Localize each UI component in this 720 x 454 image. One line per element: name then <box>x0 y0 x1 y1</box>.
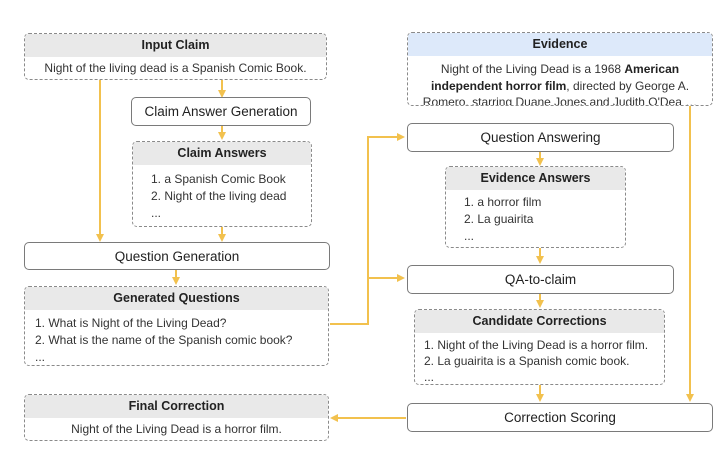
correction-scoring-box: Correction Scoring <box>407 403 713 432</box>
question-generation-label: Question Generation <box>114 248 240 264</box>
qa-to-claim-box: QA-to-claim <box>407 265 674 294</box>
candidate-correction-item: 2. La guairita is a Spanish comic book. <box>424 354 630 368</box>
claim-answer-generation-label: Claim Answer Generation <box>144 104 298 119</box>
evidence-answers-header: Evidence Answers <box>446 167 625 190</box>
evidence-text-after: , directed by George A. Romero, starring… <box>422 78 698 106</box>
input-claim-header: Input Claim <box>25 34 326 57</box>
generated-question-item: 2. What is the name of the Spanish comic… <box>35 333 293 347</box>
evidence-text-bold: American independent horror film <box>430 62 680 93</box>
generated-questions-header: Generated Questions <box>25 287 328 310</box>
candidate-correction-item: ... <box>424 370 435 384</box>
generated-questions-list: 1. What is Night of the Living Dead? 2. … <box>25 310 328 365</box>
candidate-corrections-box: Candidate Corrections 1. Night of the Li… <box>414 309 665 385</box>
question-answering-label: Question Answering <box>480 130 601 145</box>
evidence-box: Evidence Night of the Living Dead is a 1… <box>407 32 713 106</box>
final-correction-text: Night of the Living Dead is a horror fil… <box>71 422 282 436</box>
generated-question-item: 1. What is Night of the Living Dead? <box>35 316 227 330</box>
claim-answer-item: ... <box>151 206 162 220</box>
generated-question-item: ... <box>35 350 46 364</box>
final-correction-box: Final Correction Night of the Living Dea… <box>24 394 329 441</box>
input-claim-box: Input Claim Night of the living dead is … <box>24 33 327 80</box>
candidate-corrections-list: 1. Night of the Living Dead is a horror … <box>415 333 664 384</box>
candidate-correction-item: 1. Night of the Living Dead is a horror … <box>424 338 649 352</box>
evidence-answer-item: 1. a horror film <box>464 195 542 209</box>
claim-answer-item: 1. a Spanish Comic Book <box>151 172 286 186</box>
evidence-answer-item: ... <box>464 229 475 243</box>
question-answering-box: Question Answering <box>407 123 674 152</box>
evidence-answers-box: Evidence Answers 1. a horror film 2. La … <box>445 166 626 248</box>
claim-answers-list: 1. a Spanish Comic Book 2. Night of the … <box>133 165 311 222</box>
claim-answer-generation-box: Claim Answer Generation <box>131 97 311 126</box>
input-claim-text: Night of the living dead is a Spanish Co… <box>44 61 307 75</box>
claim-answers-box: Claim Answers 1. a Spanish Comic Book 2.… <box>132 141 312 227</box>
claim-answer-item: 2. Night of the living dead <box>151 189 287 203</box>
evidence-answer-item: 2. La guairita <box>464 212 534 226</box>
claim-answers-header: Claim Answers <box>133 142 311 165</box>
candidate-corrections-header: Candidate Corrections <box>415 310 664 333</box>
generated-questions-box: Generated Questions 1. What is Night of … <box>24 286 329 366</box>
question-generation-box: Question Generation <box>24 242 330 270</box>
evidence-answers-list: 1. a horror film 2. La guairita ... <box>446 190 625 245</box>
qa-to-claim-label: QA-to-claim <box>504 272 577 287</box>
evidence-text: Night of the Living Dead is a 1968 Ameri… <box>408 56 712 106</box>
evidence-header: Evidence <box>408 33 712 56</box>
evidence-text-before: Night of the Living Dead is a 1968 <box>440 62 625 76</box>
correction-scoring-label: Correction Scoring <box>504 410 616 425</box>
final-correction-header: Final Correction <box>25 395 328 418</box>
arrow-generated-questions-branch <box>330 133 405 325</box>
